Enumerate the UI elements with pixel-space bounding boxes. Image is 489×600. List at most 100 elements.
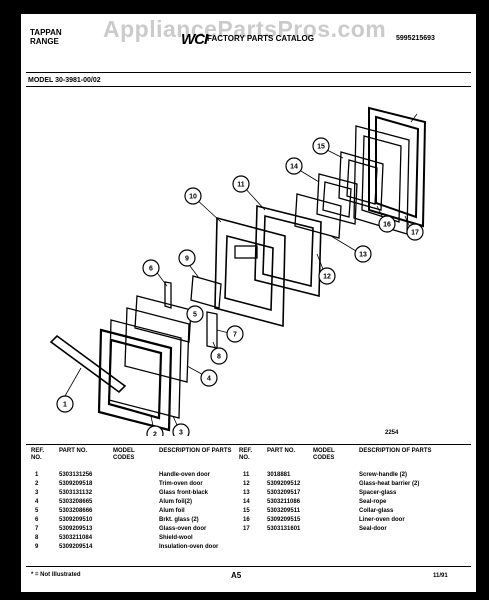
table-part-no: 5309209518 bbox=[59, 481, 93, 487]
table-ref-no: 9 bbox=[35, 544, 39, 550]
table-part-no: 5309209513 bbox=[59, 526, 93, 532]
diagram-code: 2254 bbox=[385, 430, 399, 436]
svg-text:8: 8 bbox=[217, 354, 221, 361]
svg-text:17: 17 bbox=[411, 230, 419, 237]
part-1-handle bbox=[49, 334, 127, 394]
callout-9: 9 bbox=[178, 249, 196, 267]
header-ref-no: REF. NO. bbox=[31, 448, 45, 461]
exploded-diagram: 1 2 3 4 5 6 7 8 9 10 11 12 13 14 15 16 1… bbox=[21, 86, 476, 436]
table-part-no: 5303211086 bbox=[267, 499, 301, 505]
table-ref-no: 12 bbox=[243, 481, 250, 487]
svg-text:14: 14 bbox=[290, 164, 298, 171]
svg-text:4: 4 bbox=[207, 376, 211, 383]
table-description: Brkt. glass (2) bbox=[159, 517, 199, 523]
svg-text:1: 1 bbox=[63, 402, 67, 409]
catalog-number: 5995215693 bbox=[396, 35, 435, 42]
table-ref-no: 17 bbox=[243, 526, 250, 532]
table-ref-no: 7 bbox=[35, 526, 39, 532]
table-part-no: 5303131132 bbox=[59, 490, 93, 496]
svg-text:5: 5 bbox=[193, 312, 197, 319]
table-part-no: 5303208666 bbox=[59, 508, 93, 514]
callout-14: 14 bbox=[285, 157, 303, 175]
table-part-no: 5303131601 bbox=[267, 526, 301, 532]
catalog-date: 11/91 bbox=[433, 573, 448, 579]
part-10-door-frame bbox=[254, 204, 322, 298]
model-rule bbox=[26, 86, 471, 87]
table-description: Alum foil(2) bbox=[159, 499, 192, 505]
svg-text:13: 13 bbox=[359, 252, 367, 259]
part-6-bracket bbox=[164, 281, 172, 309]
page-number: A5 bbox=[231, 571, 242, 580]
callout-5: 5 bbox=[186, 305, 204, 323]
table-part-no: 5303208665 bbox=[59, 499, 93, 505]
callout-2: 2 bbox=[146, 425, 164, 437]
part-2-trim bbox=[97, 328, 173, 432]
table-ref-no: 14 bbox=[243, 499, 250, 505]
header-model-codes: MODEL CODES bbox=[113, 448, 135, 461]
svg-text:16: 16 bbox=[383, 222, 391, 229]
part-8-shield-wool bbox=[190, 275, 222, 309]
callout-1: 1 bbox=[56, 395, 74, 413]
svg-text:9: 9 bbox=[185, 256, 189, 263]
table-ref-no: 4 bbox=[35, 499, 39, 505]
table-ref-no: 1 bbox=[35, 472, 39, 478]
table-description: Shield-wool bbox=[159, 535, 193, 541]
header-part-no: PART NO. bbox=[59, 448, 88, 454]
header-description-right: DESCRIPTION OF PARTS bbox=[359, 448, 432, 454]
part-5-alum-foil bbox=[134, 295, 192, 343]
brand-line-1: TAPPAN bbox=[30, 28, 62, 37]
callout-12: 12 bbox=[318, 267, 336, 285]
part-15-collar-glass bbox=[346, 159, 378, 205]
wci-logo: WCI bbox=[181, 31, 208, 48]
svg-text:12: 12 bbox=[323, 274, 331, 281]
table-description: Liner-oven door bbox=[359, 517, 405, 523]
part-9-insulation bbox=[214, 216, 286, 328]
table-ref-no: 3 bbox=[35, 490, 39, 496]
footnote: * = Not Illustrated bbox=[31, 572, 81, 578]
svg-text:11: 11 bbox=[237, 182, 245, 189]
header-part-no-right: PART NO. bbox=[267, 448, 296, 454]
table-part-no: 5309209510 bbox=[59, 517, 93, 523]
table-ref-no: 8 bbox=[35, 535, 39, 541]
callout-15: 15 bbox=[312, 137, 330, 155]
footer-rule bbox=[26, 566, 471, 567]
table-ref-no: 6 bbox=[35, 517, 39, 523]
svg-text:2: 2 bbox=[153, 432, 157, 437]
callout-8: 8 bbox=[210, 347, 228, 365]
table-description: Handle-oven door bbox=[159, 472, 211, 478]
callout-11: 11 bbox=[232, 175, 250, 193]
table-description: Insulation-oven door bbox=[159, 544, 219, 550]
header-rule bbox=[26, 72, 471, 73]
table-description: Alum foil bbox=[159, 508, 185, 514]
table-ref-no: 13 bbox=[243, 490, 250, 496]
table-part-no: 5309209515 bbox=[267, 517, 301, 523]
header-ref-no-right: REF. NO. bbox=[239, 448, 253, 461]
table-part-no: 5303131256 bbox=[59, 472, 93, 478]
callout-13: 13 bbox=[354, 245, 372, 263]
part-13-spacer-glass bbox=[316, 173, 358, 225]
table-ref-no: 16 bbox=[243, 517, 250, 523]
watermark: AppliancePartsPros.com bbox=[103, 16, 387, 42]
part-14-seal-rope bbox=[338, 151, 384, 211]
table-part-no: 5309209512 bbox=[267, 481, 301, 487]
svg-text:10: 10 bbox=[189, 194, 197, 201]
svg-text:15: 15 bbox=[317, 144, 325, 151]
table-part-no: 5303211084 bbox=[59, 535, 93, 541]
part-4-alum-foil bbox=[124, 307, 190, 383]
callout-10: 10 bbox=[184, 187, 202, 205]
callout-3: 3 bbox=[172, 423, 190, 436]
table-top-rule bbox=[26, 444, 471, 445]
table-description: Screw-handle (2) bbox=[359, 472, 408, 478]
callout-7: 7 bbox=[226, 325, 244, 343]
model-number: MODEL 30-3981-00/02 bbox=[28, 77, 101, 84]
part-7-glass bbox=[206, 311, 218, 349]
table-description: Collar-glass bbox=[359, 508, 394, 514]
table-description: Seal-door bbox=[359, 526, 387, 532]
table-ref-no: 15 bbox=[243, 508, 250, 514]
table-part-no: 5309209514 bbox=[59, 544, 93, 550]
table-part-no: 3018881 bbox=[267, 472, 291, 478]
brand-line-2: RANGE bbox=[30, 37, 59, 46]
table-description: Glass front-black bbox=[159, 490, 209, 496]
catalog-title: FACTORY PARTS CATALOG bbox=[207, 34, 314, 43]
part-9-panel-cutout bbox=[234, 245, 258, 259]
